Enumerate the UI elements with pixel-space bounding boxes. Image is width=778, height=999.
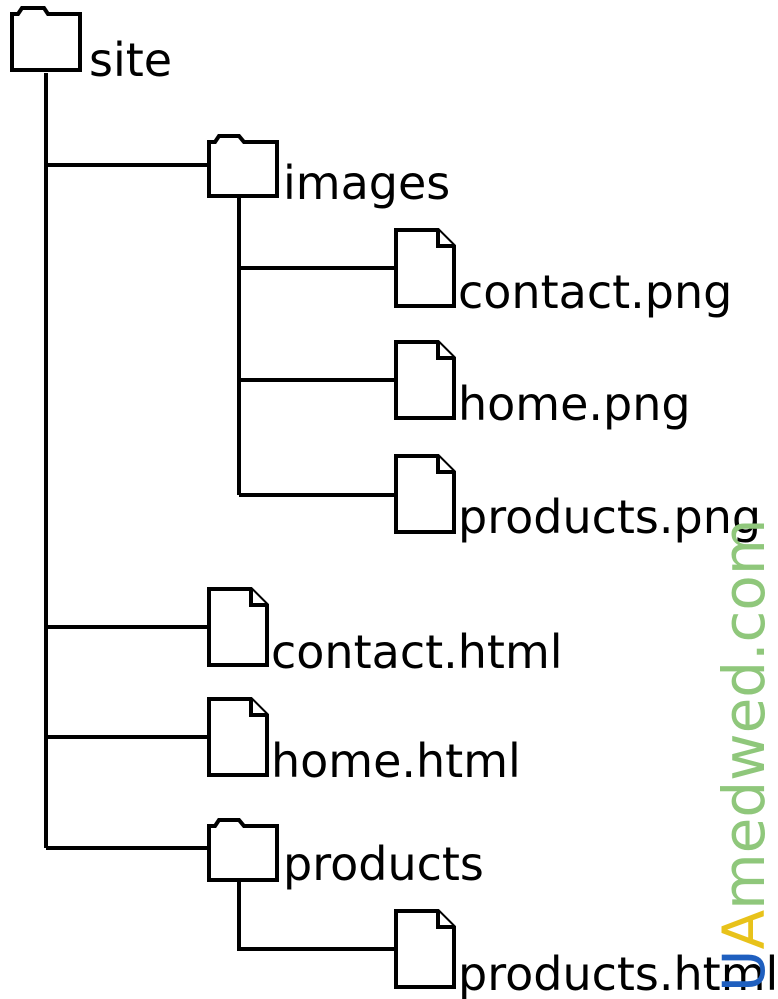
tree-node-products-html[interactable]: products.html (394, 909, 778, 999)
tree-node-contact-png[interactable]: contact.png (394, 228, 732, 319)
connector-products-spine (237, 880, 396, 951)
node-label: images (283, 156, 450, 210)
svg-text:UAmedwed.com: UAmedwed.com (710, 519, 778, 992)
file-icon (394, 909, 456, 989)
tree-node-home-html[interactable]: home.html (207, 697, 521, 788)
node-label: contact.html (271, 625, 563, 679)
node-label: products.html (458, 947, 778, 999)
node-label: home.html (271, 734, 521, 788)
folder-icon (207, 818, 279, 882)
folder-icon (10, 6, 82, 72)
tree-node-contact-html[interactable]: contact.html (207, 587, 563, 679)
tree-node-products[interactable]: products (207, 818, 484, 891)
tree-node-products-png[interactable]: products.png (394, 454, 761, 544)
node-label: site (89, 33, 172, 87)
tree-connectors (44, 73, 396, 951)
file-icon (207, 697, 269, 777)
node-label: products (283, 837, 484, 891)
watermark-part-u: U (710, 950, 778, 992)
tree-node-site[interactable]: site (10, 6, 172, 87)
file-icon (394, 340, 456, 420)
node-label: products.png (458, 490, 761, 544)
folder-icon (207, 134, 279, 198)
watermark: UAmedwed.com (710, 519, 778, 992)
node-label: home.png (458, 377, 691, 431)
tree-node-images[interactable]: images (207, 134, 450, 210)
tree-node-home-png[interactable]: home.png (394, 340, 691, 431)
file-icon (394, 228, 456, 308)
file-icon (394, 454, 456, 534)
node-label: contact.png (458, 265, 732, 319)
watermark-part-a: A (710, 910, 778, 950)
file-icon (207, 587, 269, 667)
watermark-part-rest: medwed.com (710, 519, 778, 910)
